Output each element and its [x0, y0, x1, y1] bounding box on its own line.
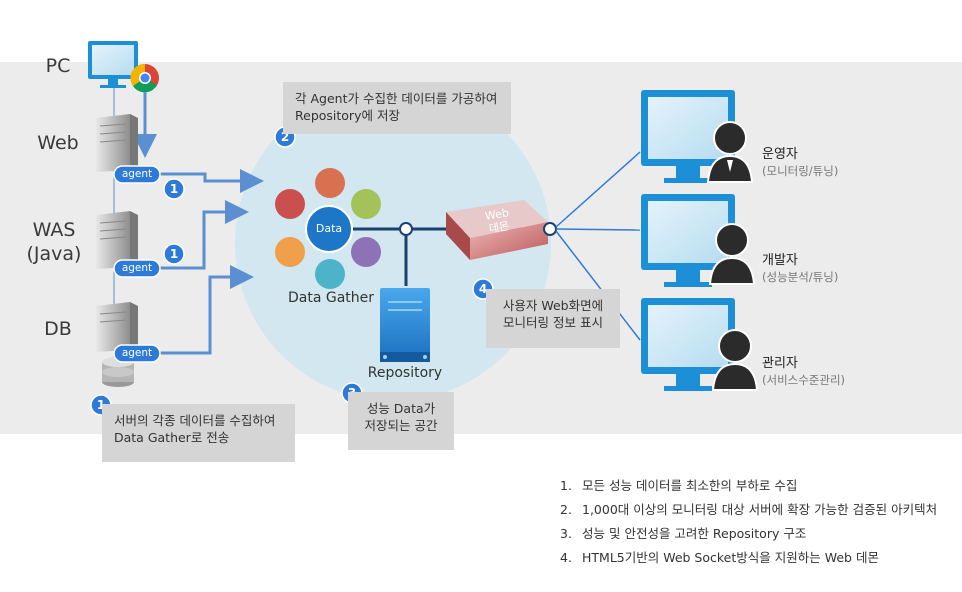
pc-monitor-icon [88, 41, 138, 88]
role-developer-name: 개발자 [762, 253, 798, 268]
db-agent-label: agent [121, 347, 153, 359]
note-step-2: 각 Agent가 수집한 데이터를 가공하여 Repository에 저장 [283, 82, 511, 134]
role-operator: 운영자 (모니터링/튜닝) [762, 147, 838, 179]
database-cylinder-icon [102, 357, 134, 387]
web-server-icon [96, 114, 138, 172]
repository-server-icon [380, 288, 430, 362]
was-agent-label: agent [121, 262, 153, 274]
role-admin-name: 관리자 [762, 356, 798, 371]
note-step-4: 사용자 Web화면에 모니터링 정보 표시 [486, 289, 620, 348]
step-2-number: 2 [280, 130, 290, 144]
step-1a-number: 1 [169, 182, 179, 196]
was-label: WAS (Java) [26, 219, 82, 265]
role-operator-desc: (모니터링/튜닝) [762, 164, 839, 178]
was-server-icon [96, 211, 138, 269]
role-developer: 개발자 (성능분석/튜닝) [762, 253, 838, 285]
feature-item: 1.모든 성능 데이터를 최소한의 부하로 수집 [560, 478, 798, 493]
note-step-1: 서버의 각종 데이터를 수집하여 Data Gather로 전송 [102, 404, 295, 462]
repository-label: Repository [367, 365, 443, 381]
web-agent-label: agent [121, 168, 153, 180]
step-4-number: 4 [478, 282, 488, 296]
developer-monitor-icon [641, 194, 735, 287]
role-admin-desc: (서비스수준관리) [762, 373, 846, 387]
db-label: DB [44, 318, 72, 340]
feature-item: 3.성능 및 안전성을 고려한 Repository 구조 [560, 526, 807, 541]
admin-person-icon [711, 329, 759, 391]
feature-item: 4.HTML5기반의 Web Socket방식을 지원하는 Web 데몬 [560, 550, 879, 565]
admin-monitor-icon [641, 298, 735, 391]
step-badge-1a [163, 178, 185, 200]
web-agent-badge [113, 165, 161, 184]
role-developer-desc: (성능분석/튜닝) [762, 270, 839, 284]
data-flow-circle [235, 85, 551, 401]
feature-list: 1.모든 성능 데이터를 최소한의 부하로 수집 2.1,000대 이상의 모니… [560, 474, 937, 570]
step-badge-1b [163, 243, 185, 265]
role-admin: 관리자 (서비스수준관리) [762, 356, 845, 388]
step-1b-number: 1 [169, 247, 179, 261]
step-1c-number: 1 [96, 398, 106, 412]
web-label: Web [37, 132, 79, 154]
operator-monitor-icon [641, 90, 735, 183]
feature-item: 2.1,000대 이상의 모니터링 대상 서버에 확장 가능한 검증된 아키텍처 [560, 502, 938, 517]
db-agent-badge [113, 344, 161, 363]
role-operator-name: 운영자 [762, 147, 798, 162]
data-gather-label: Data Gather [287, 290, 375, 306]
chrome-icon [130, 63, 159, 93]
data-center-label: Data [315, 222, 343, 235]
web-demon-icon [446, 200, 548, 260]
operator-person-icon [706, 121, 754, 183]
note-step-3: 성능 Data가 저장되는 공간 [348, 392, 454, 450]
db-server-icon [96, 302, 138, 352]
was-agent-badge [113, 259, 161, 278]
developer-person-icon [708, 223, 756, 285]
pc-label: PC [45, 55, 71, 77]
data-gather-icon [275, 168, 381, 289]
